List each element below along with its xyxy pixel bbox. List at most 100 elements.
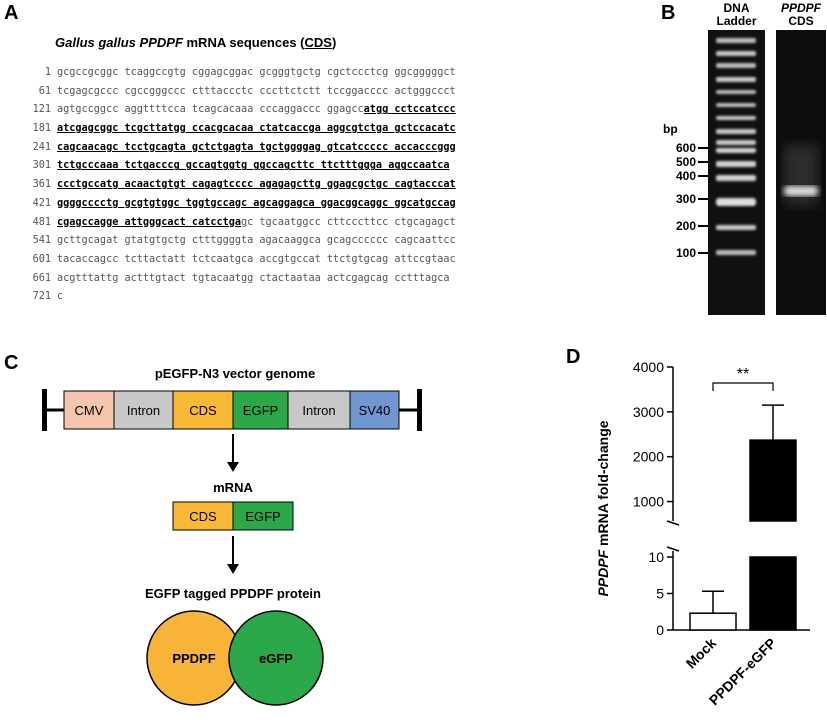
sequence-line-number: 241 [32, 141, 51, 153]
bar [689, 612, 737, 631]
bp-label: 100 [675, 246, 696, 260]
vector-segment-label: Intron [302, 403, 335, 418]
sequence-text: agtgccggcc aggttttcca tcagcacaaa cccagga… [57, 104, 364, 116]
ladder-header: DNA Ladder [708, 2, 765, 28]
cds-header: PPDPF CDS [776, 2, 826, 28]
bp-unit-label: bp [663, 122, 678, 136]
ladder-label-2: Ladder [716, 14, 757, 28]
sequence-line-number: 301 [32, 160, 51, 172]
bar-upper-part [749, 439, 797, 522]
cds-band [784, 145, 818, 205]
vector-segment [287, 390, 351, 430]
sequence-line-number: 61 [38, 85, 51, 97]
sequence-line-number: 601 [32, 253, 51, 265]
sequence-text: gcttgcagat gtatgtgctg ctttggggta agacaag… [57, 235, 456, 247]
vector-segment [113, 390, 174, 430]
sequence-line: 361 ccctgccatg acaactgtgt cagagtcccc agag… [20, 176, 456, 195]
y-tick-label: 2000 [633, 449, 664, 465]
vector-title: pEGFP-N3 vector genome [155, 366, 315, 381]
protein-circles: PPDPF eGFP [146, 610, 324, 706]
title-gene: PPDPF [139, 35, 183, 50]
title-close: ) [331, 35, 337, 50]
significance-label: ** [737, 366, 749, 383]
sequence-line: 241 cagcaacagc tcctgcagta gctctgagta tgct… [20, 139, 456, 158]
sequence-line-number: 361 [32, 179, 51, 191]
vector-segment-label: Intron [127, 403, 160, 418]
bp-label: 600 [675, 141, 696, 155]
y-tick-label: 10 [648, 549, 664, 565]
sequence-cds-text: ggggcccctg gcgtgtggc tggtgccagc agcaggag… [57, 197, 456, 209]
vector-segment-label: CDS [189, 403, 217, 418]
x-tick-label: Mock [682, 635, 719, 672]
y-tick-label: 3000 [633, 404, 664, 420]
vector-segment [349, 390, 400, 430]
panel-letter-c: C [4, 352, 19, 374]
protein-domain-label: eGFP [259, 651, 293, 666]
sequence-line-number: 661 [32, 272, 51, 284]
sequence-cds-text: cgagccagge attgggcact catcctga [57, 216, 242, 228]
mrna-segment-label: CDS [189, 509, 217, 524]
sequence-text: c [57, 291, 64, 303]
vector-end-left [42, 389, 47, 431]
sequence-text: tcgagcgccc cgccgggccc ctttaccctc cccttct… [57, 85, 456, 97]
vector-end-right [417, 389, 422, 431]
protein-domain [228, 610, 324, 706]
cds-label-2: CDS [788, 14, 814, 28]
title-species: Gallus gallus [55, 35, 136, 50]
panel-letter-a: A [4, 2, 19, 24]
bp-tick [698, 225, 708, 227]
y-tick-label: 0 [656, 622, 664, 638]
sequence-line: 661 acgtttattg actttgtact tgtacaatgg ctac… [20, 270, 456, 289]
vector-segment [172, 390, 234, 430]
protein-title: EGFP tagged PPDPF protein [145, 586, 321, 601]
bp-tick [698, 161, 708, 163]
significance-bracket [712, 382, 774, 391]
title-rest: mRNA sequences ( [182, 35, 305, 50]
arrow-1-head [227, 462, 239, 472]
bp-label: 200 [675, 219, 696, 233]
sequence-line: 721 c [20, 288, 456, 307]
mrna-segment-label: EGFP [245, 509, 280, 524]
cds-label-1: PPDPF [780, 1, 821, 15]
bp-label: 400 [675, 169, 696, 183]
vector-segment-label: EGFP [243, 403, 278, 418]
axis-break-upper [666, 520, 680, 526]
sequence-line: 181 atcgagcggc tcgcttatgg ccacgcacaa ctat… [20, 120, 456, 139]
vector-segment [63, 390, 115, 430]
sequence-cds-text: ccctgccatg acaactgtgt cagagtcccc agagagc… [57, 179, 456, 191]
y-tick-label: 1000 [633, 494, 664, 510]
bp-label: 300 [675, 192, 696, 206]
y-axis-label: PPDPF mRNA fold-change [595, 420, 611, 596]
sequence-text: acgtttattg actttgtact tgtacaatgg ctactaa… [57, 272, 450, 284]
y-axis-label-rest: mRNA fold-change [595, 420, 611, 550]
panel-letter-d: D [566, 346, 581, 368]
vector-segment [232, 390, 289, 430]
sequence-line-number: 121 [32, 104, 51, 116]
sequence-line-number: 421 [32, 197, 51, 209]
gel-ladder-lane [708, 30, 765, 315]
bp-tick [698, 252, 708, 254]
gel-cds-lane [776, 30, 826, 315]
sequence-line-number: 481 [32, 216, 51, 228]
sequence-line-number: 181 [32, 123, 51, 135]
y-tick-label: 4000 [633, 359, 664, 375]
vector-segment-label: SV40 [359, 403, 391, 418]
sequence-line-number: 721 [32, 291, 51, 303]
mrna-segment [232, 501, 294, 531]
sequence-cds-text: cagcaacagc tcctgcagta gctctgagta tgctggg… [57, 141, 456, 153]
sequence-line: 121 agtgccggcc aggttttcca tcagcacaaa ccca… [20, 101, 456, 120]
bp-tick [698, 175, 708, 177]
sequence-text: gcgccgcggc tcaggccgtg cggagcggac gcgggtg… [57, 67, 456, 78]
sequence-line: 61 tcgagcgccc cgccgggccc ctttaccctc ccctt… [20, 83, 456, 102]
protein-domain-label: PPDPF [172, 651, 215, 666]
bar-lower-part [749, 556, 797, 631]
sequence-line-number: 541 [32, 235, 51, 247]
sequence-line: 421 ggggcccctg gcgtgtggc tggtgccagc agcag… [20, 195, 456, 214]
sequence-cds-text: atcgagcggc tcgcttatgg ccacgcacaa ctatcac… [57, 123, 456, 135]
y-axis-label-gene: PPDPF [595, 549, 611, 596]
